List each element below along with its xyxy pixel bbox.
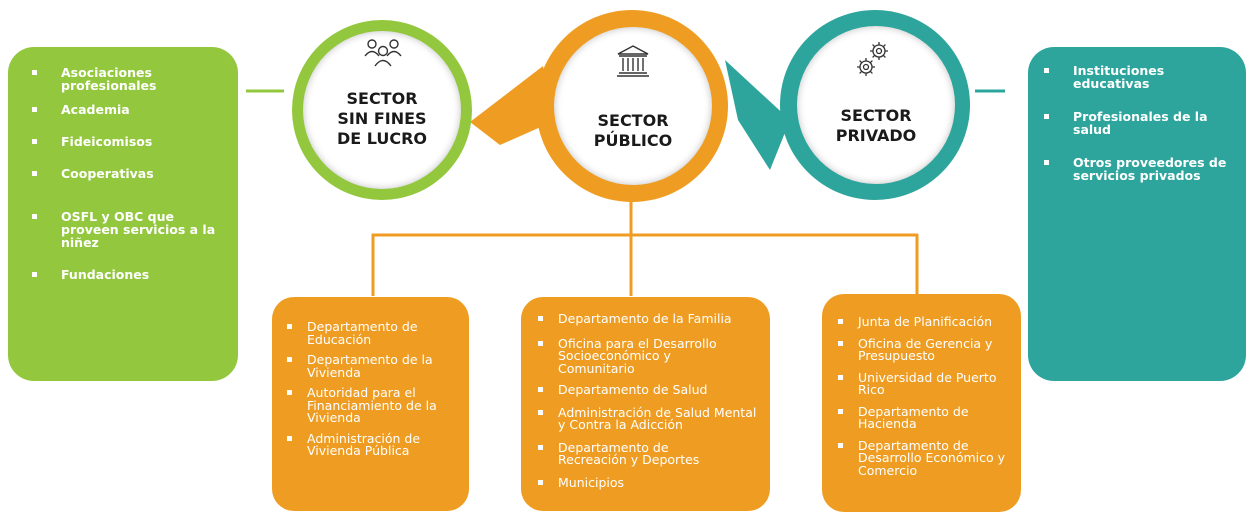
list-item: Universidad de Puerto Rico bbox=[838, 371, 1013, 397]
teal-wedge-right bbox=[725, 60, 790, 170]
nonprofit-circle: SECTOR SIN FINES DE LUCRO bbox=[303, 31, 461, 189]
list-item: Cooperativas bbox=[32, 167, 231, 180]
list-item: Departamento de Desarrollo Económico y C… bbox=[838, 439, 1021, 478]
nonprofit-entities-list: Asociaciones profesionales Academia Fide… bbox=[32, 66, 231, 281]
list-item: Instituciones educativas bbox=[1044, 64, 1183, 90]
nonprofit-circle-title: SECTOR SIN FINES DE LUCRO bbox=[336, 89, 428, 148]
orange-wedge-left bbox=[470, 66, 552, 145]
public-agencies-list-left: Departamento de Educación Departamento d… bbox=[287, 320, 467, 458]
list-item: Administración de Vivienda Pública bbox=[287, 432, 442, 458]
list-item: Profesionales de la salud bbox=[1044, 110, 1213, 136]
private-circle-title: SECTOR PRIVADO bbox=[835, 106, 917, 145]
list-item: Junta de Planificación bbox=[838, 315, 1023, 329]
list-item: Oficina de Gerencia y Presupuesto bbox=[838, 337, 1018, 363]
list-item: Administración de Salud Mental y Contra … bbox=[538, 406, 763, 432]
public-circle-title: SECTOR PÚBLICO bbox=[593, 111, 673, 150]
private-circle: SECTOR PRIVADO bbox=[797, 26, 955, 184]
list-item: Autoridad para el Financiamiento de la V… bbox=[287, 386, 462, 425]
public-circle: SECTOR PÚBLICO bbox=[554, 27, 712, 185]
public-agencies-list-middle: Departamento de la Familia Oficina para … bbox=[538, 312, 763, 490]
list-item: Municipios bbox=[538, 476, 763, 490]
list-item: Fideicomisos bbox=[32, 135, 231, 148]
list-item: Departamento de Hacienda bbox=[838, 405, 993, 431]
list-item: Departamento de la Vivienda bbox=[287, 353, 447, 379]
list-item: OSFL y OBC que proveen servicios a la ni… bbox=[32, 210, 221, 249]
private-entities-panel: Instituciones educativas Profesionales d… bbox=[1028, 47, 1246, 381]
list-item: Departamento de Salud bbox=[538, 383, 763, 397]
list-item: Otros proveedores de servicios privados bbox=[1044, 156, 1243, 182]
government-building-icon bbox=[617, 45, 649, 77]
public-agencies-list-right: Junta de Planificación Oficina de Gerenc… bbox=[838, 315, 1023, 478]
list-item: Asociaciones profesionales bbox=[32, 66, 231, 92]
gears-icon bbox=[857, 42, 888, 76]
list-item: Academia bbox=[32, 103, 231, 116]
people-icon bbox=[364, 39, 402, 67]
nonprofit-entities-panel: Asociaciones profesionales Academia Fide… bbox=[8, 47, 238, 381]
list-item: Departamento de la Familia bbox=[538, 312, 763, 326]
private-entities-list: Instituciones educativas Profesionales d… bbox=[1044, 64, 1243, 182]
public-agencies-box-left: Departamento de Educación Departamento d… bbox=[272, 297, 469, 511]
list-item: Fundaciones bbox=[32, 268, 231, 281]
public-agencies-box-right: Junta de Planificación Oficina de Gerenc… bbox=[822, 294, 1021, 512]
list-item: Departamento de Educación bbox=[287, 320, 437, 346]
list-item: Departamento de Recreación y Deportes bbox=[538, 441, 723, 467]
public-agencies-box-middle: Departamento de la Familia Oficina para … bbox=[521, 297, 770, 511]
list-item: Oficina para el Desarrollo Socioeconómic… bbox=[538, 337, 733, 376]
